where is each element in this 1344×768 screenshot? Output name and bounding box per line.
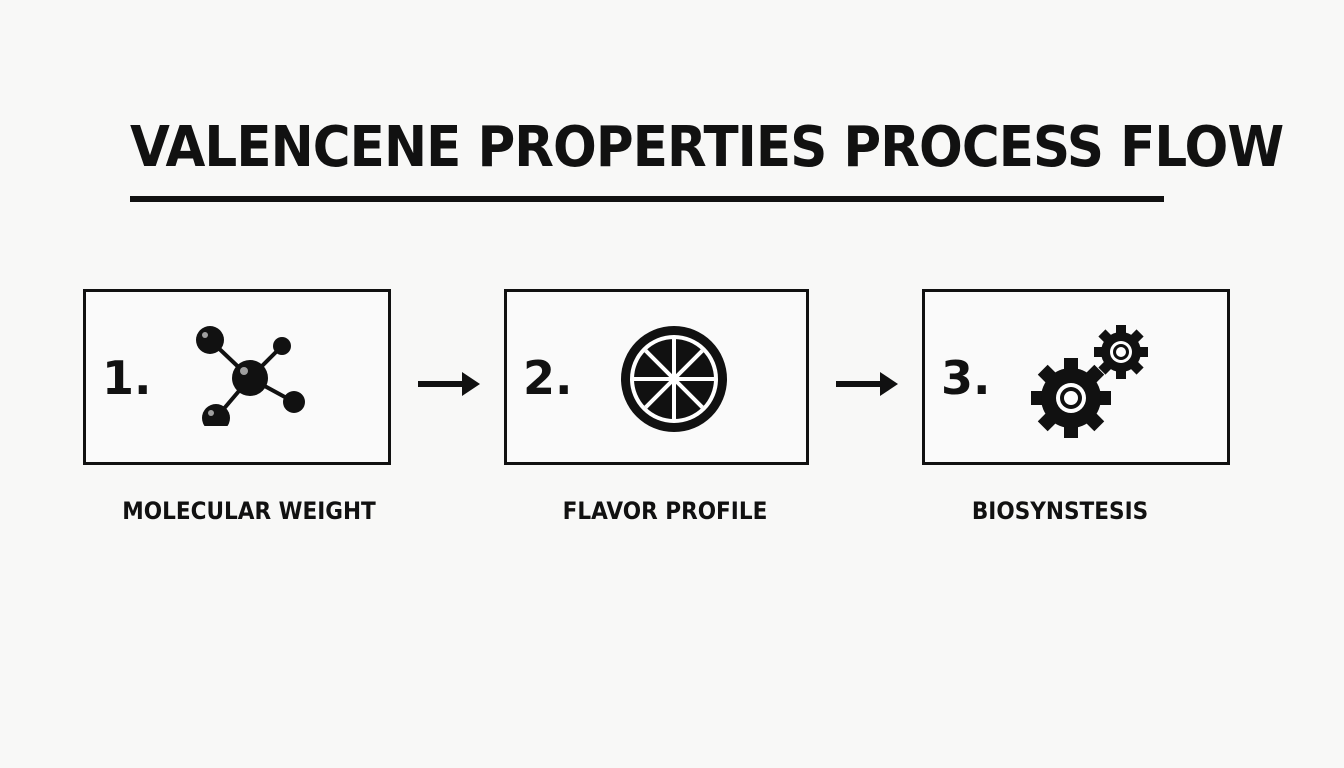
step-box-1: 1. [83, 289, 391, 465]
citrus-slice-icon [621, 326, 727, 432]
arrow-right-icon [418, 372, 480, 396]
step-box-2: 2. [504, 289, 809, 465]
title-underline [130, 196, 1164, 202]
diagram-title: VALENCENE PROPERTIES PROCESS FLOW [130, 115, 1284, 180]
arrow-right-icon [836, 372, 898, 396]
step-number-3: 3. [941, 351, 991, 405]
step-label-2: FLAVOR PROFILE [562, 497, 768, 525]
gears-icon [1031, 325, 1148, 438]
step-box-3: 3. [922, 289, 1230, 465]
step-label-1: MOLECULAR WEIGHT [122, 497, 376, 525]
step-number-2: 2. [523, 351, 573, 405]
step-label-3: BIOSYNSTESIS [971, 497, 1149, 525]
molecule-icon [196, 326, 305, 426]
step-number-1: 1. [102, 351, 152, 405]
